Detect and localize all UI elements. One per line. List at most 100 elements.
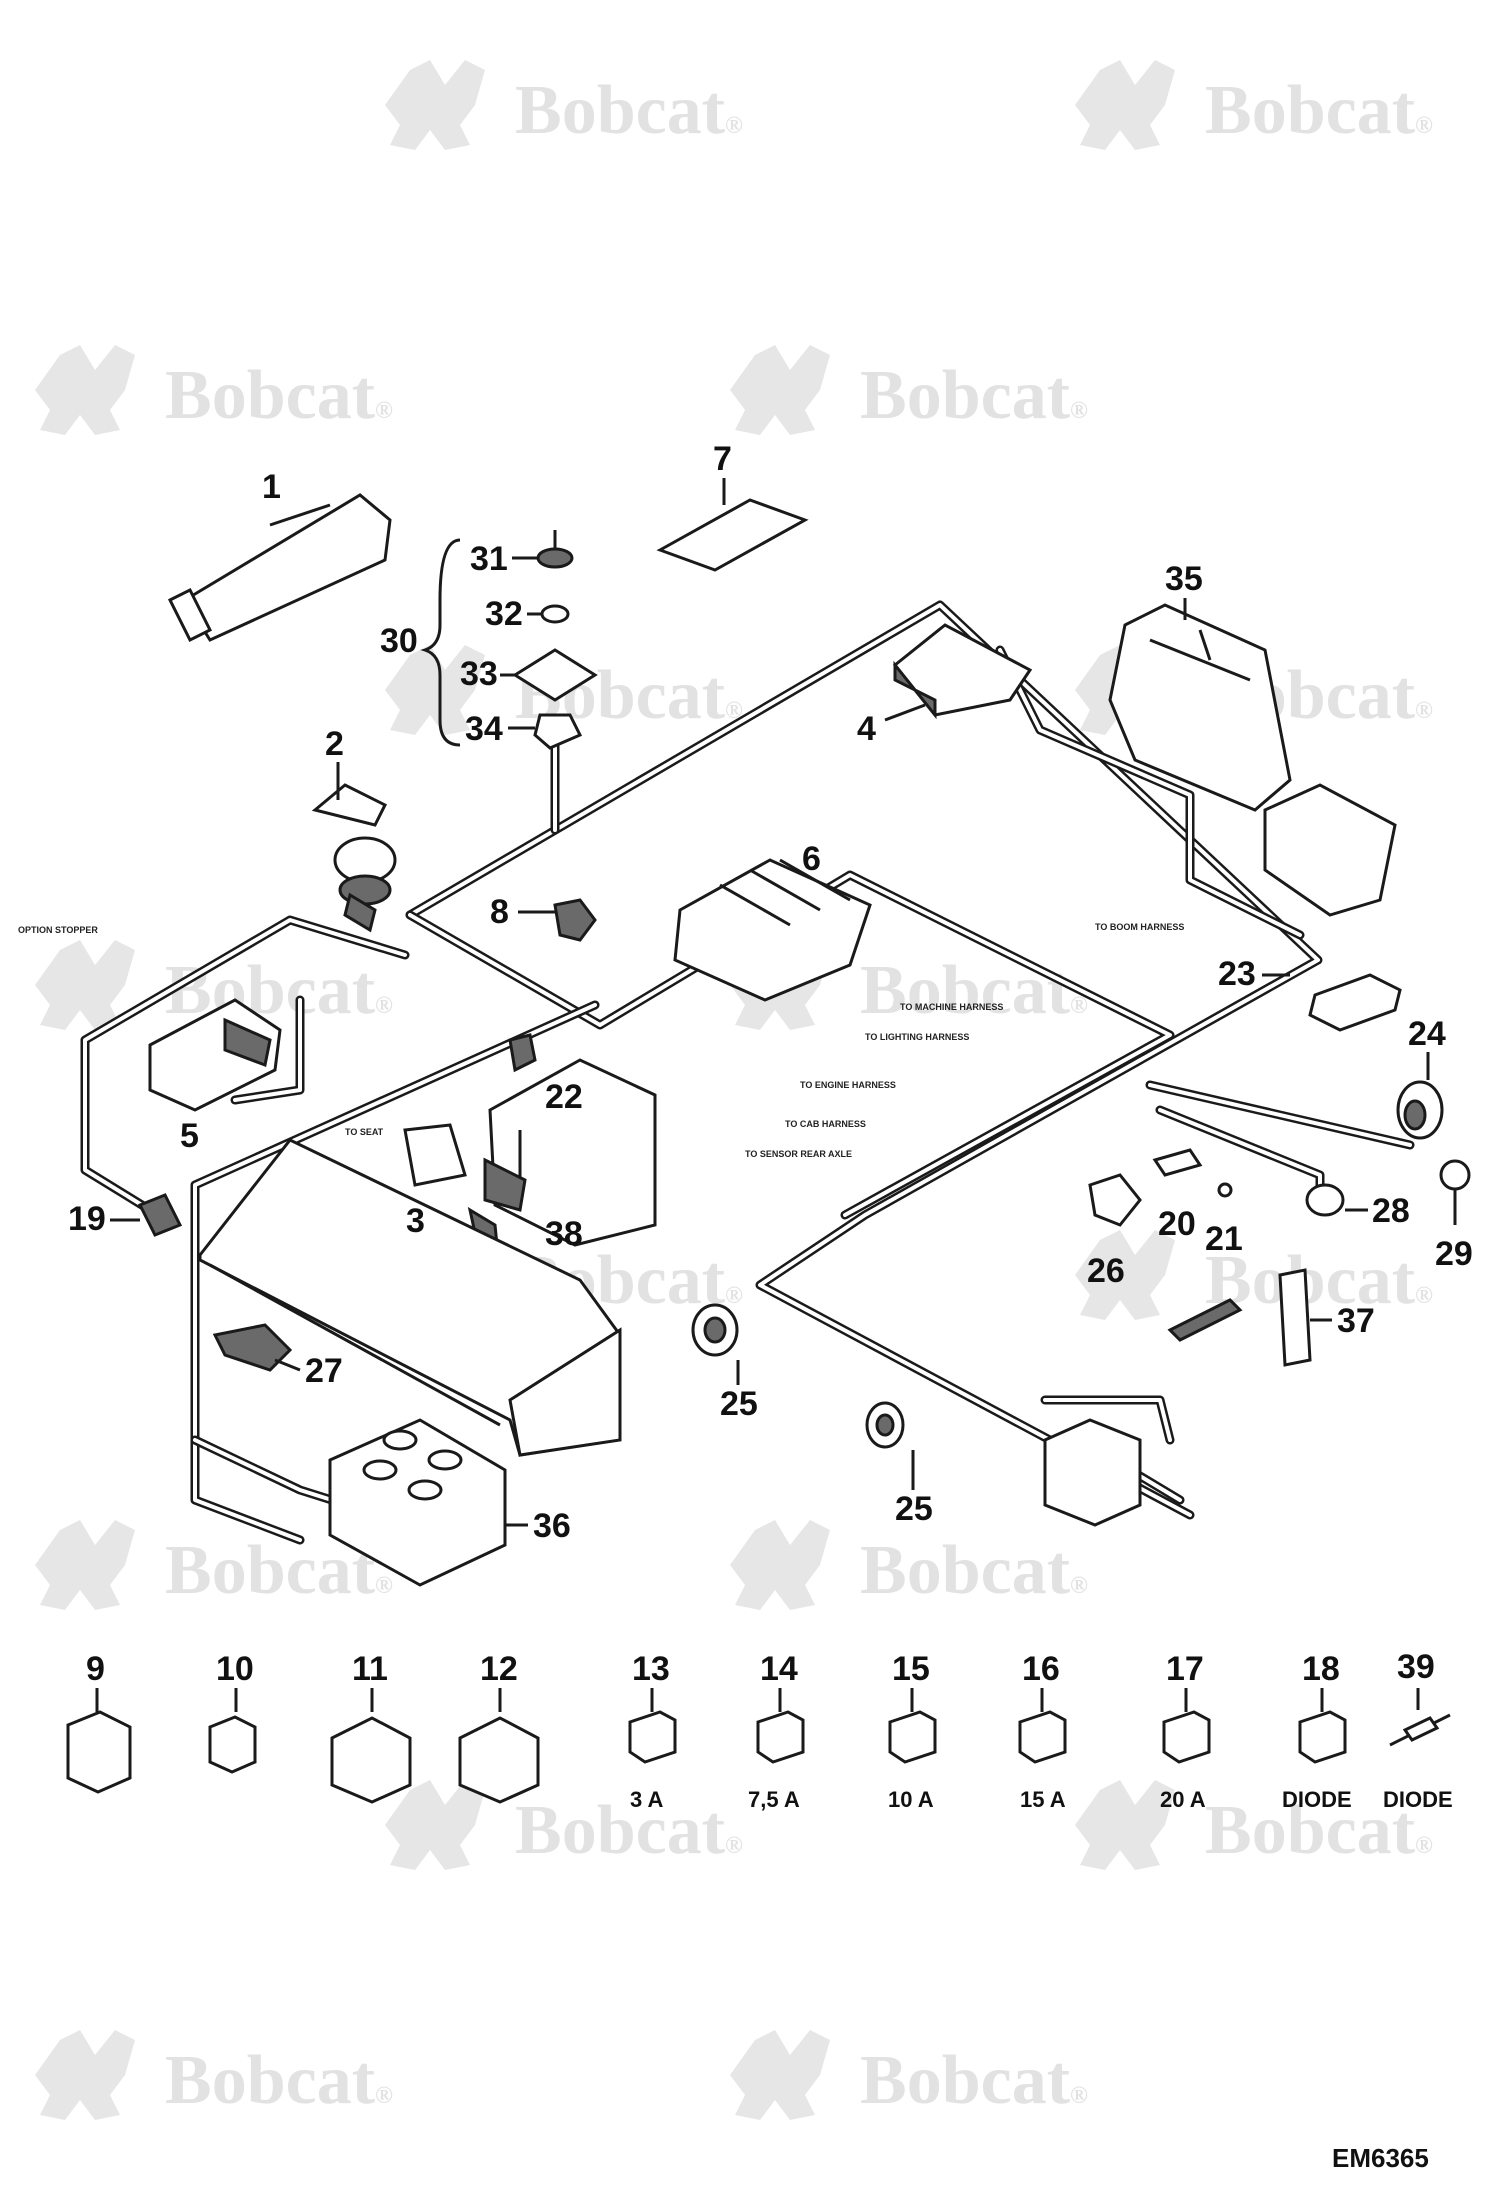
- part-18-diode: [1298, 1710, 1347, 1764]
- callout-19: 19: [68, 1200, 106, 1238]
- part-29-ring: [1439, 1159, 1471, 1225]
- bobcat-logo-icon: [385, 645, 485, 735]
- callout-27: 27: [305, 1352, 343, 1390]
- watermark-layer: Bobcat® Bobcat® Bobcat® Bobcat® Bobcat® …: [35, 60, 1433, 2120]
- part-28-socket: [1305, 1183, 1345, 1217]
- watermark-registered: ®: [725, 1833, 743, 1859]
- part-7-label: [656, 498, 809, 572]
- harness-tags: TO MACHINE HARNESS TO LIGHTING HARNESS T…: [18, 922, 1184, 1159]
- callout-7: 7: [713, 440, 732, 478]
- watermark-registered: ®: [725, 698, 743, 724]
- callout-10: 10: [216, 1650, 254, 1688]
- callout-28: 28: [1372, 1192, 1410, 1230]
- watermark-registered: ®: [1070, 1573, 1088, 1599]
- fuse-18-rating: DIODE: [1282, 1787, 1352, 1812]
- relay-fuse-row: 9 10 11 12 13 3 A 14 7,5 A 15 10 A 16 15: [66, 1648, 1453, 1812]
- watermark-registered: ®: [1415, 1833, 1433, 1859]
- part-37-sensor: [1167, 1268, 1312, 1367]
- watermark-registered: ®: [375, 1573, 393, 1599]
- svg-text:Bobcat®: Bobcat®: [515, 72, 743, 149]
- callout-20: 20: [1158, 1205, 1196, 1243]
- fuse-14-rating: 7,5 A: [748, 1787, 800, 1812]
- callout-12: 12: [480, 1650, 518, 1688]
- callout-9: 9: [86, 1650, 105, 1688]
- bobcat-logo-icon: [730, 345, 830, 435]
- fuse-16-rating: 15 A: [1020, 1787, 1066, 1812]
- part-25a-clamp: [691, 1303, 739, 1357]
- watermark-brand: Bobcat: [165, 2042, 375, 2119]
- part-1-tube: [167, 493, 392, 643]
- part-26-sensor: [1088, 1173, 1142, 1227]
- bobcat-logo-icon: [385, 60, 485, 150]
- watermark-registered: ®: [1415, 113, 1433, 139]
- callout-21: 21: [1205, 1220, 1243, 1258]
- watermark-14: Bobcat®: [1075, 1780, 1433, 1870]
- callout-38: 38: [545, 1215, 583, 1253]
- svg-text:Bobcat®: Bobcat®: [1205, 1242, 1433, 1319]
- part-12-relay: [458, 1716, 540, 1804]
- watermark-brand: Bobcat: [515, 1792, 725, 1869]
- callout-37: 37: [1337, 1302, 1375, 1340]
- watermark-registered: ®: [725, 113, 743, 139]
- part-8-connector: [553, 898, 597, 942]
- diagram-id: EM6365: [1332, 2143, 1429, 2173]
- callout-32: 32: [485, 595, 523, 633]
- watermark-registered: ®: [375, 2083, 393, 2109]
- main-harness: [80, 600, 1415, 1545]
- part-21-clip: [1217, 1182, 1233, 1198]
- watermark-registered: ®: [1070, 993, 1088, 1019]
- part-19-connector: [137, 1193, 183, 1237]
- svg-text:Bobcat®: Bobcat®: [165, 357, 393, 434]
- watermark-1: Bobcat®: [385, 60, 743, 150]
- watermark-brand: Bobcat: [860, 2042, 1070, 2119]
- watermark-10: Bobcat®: [1075, 1230, 1433, 1320]
- bobcat-logo-icon: [1075, 60, 1175, 150]
- bobcat-logo-icon: [35, 345, 135, 435]
- watermark-registered: ®: [1070, 398, 1088, 424]
- bobcat-logo-icon: [385, 1780, 485, 1870]
- part-25b-clamp: [865, 1401, 905, 1449]
- callout-14: 14: [760, 1650, 798, 1688]
- watermark-registered: ®: [1415, 1283, 1433, 1309]
- watermark-registered: ®: [1415, 698, 1433, 724]
- watermark-13: Bobcat®: [385, 1780, 743, 1870]
- callout-5: 5: [180, 1117, 199, 1155]
- watermark-12: Bobcat®: [730, 1520, 1088, 1610]
- cab-body: [198, 1138, 622, 1457]
- bobcat-logo-icon: [35, 1520, 135, 1610]
- callout-2: 2: [325, 725, 344, 763]
- watermark-brand: Bobcat: [860, 952, 1070, 1029]
- bobcat-logo-icon: [1075, 1780, 1175, 1870]
- watermark-7: Bobcat®: [35, 940, 393, 1030]
- callout-11: 11: [352, 1650, 388, 1688]
- svg-text:Bobcat®: Bobcat®: [165, 952, 393, 1029]
- watermark-registered: ®: [375, 993, 393, 1019]
- callout-31: 31: [470, 540, 508, 578]
- part-30-brace: [420, 538, 461, 747]
- fuse-15-rating: 10 A: [888, 1787, 934, 1812]
- part-15-fuse: [888, 1710, 937, 1764]
- callout-35: 35: [1165, 560, 1203, 598]
- callout-15: 15: [892, 1650, 930, 1688]
- part-10-relay: [208, 1715, 257, 1774]
- part-27-switch: [212, 1323, 293, 1372]
- callout-16: 16: [1022, 1650, 1060, 1688]
- part-13-fuse: [628, 1710, 677, 1764]
- bobcat-logo-icon: [35, 2030, 135, 2120]
- fuse-13-rating: 3 A: [630, 1787, 664, 1812]
- tag-option-stopper: OPTION STOPPER: [18, 925, 98, 935]
- part-2-switch: [311, 783, 397, 933]
- part-36-block: [328, 1418, 507, 1587]
- watermark-brand: Bobcat: [165, 952, 375, 1029]
- tag-to-lighting: TO LIGHTING HARNESS: [865, 1032, 969, 1042]
- callout-26: 26: [1087, 1252, 1125, 1290]
- part-35-fusebox: [1108, 603, 1397, 917]
- part-17-fuse: [1162, 1710, 1211, 1764]
- callout-23: 23: [1218, 955, 1256, 993]
- callout-34: 34: [465, 710, 503, 748]
- watermark-registered: ®: [1070, 2083, 1088, 2109]
- part-23-relay: [1308, 973, 1402, 1032]
- callout-25a: 25: [720, 1385, 758, 1423]
- tag-to-machine: TO MACHINE HARNESS: [900, 1002, 1003, 1012]
